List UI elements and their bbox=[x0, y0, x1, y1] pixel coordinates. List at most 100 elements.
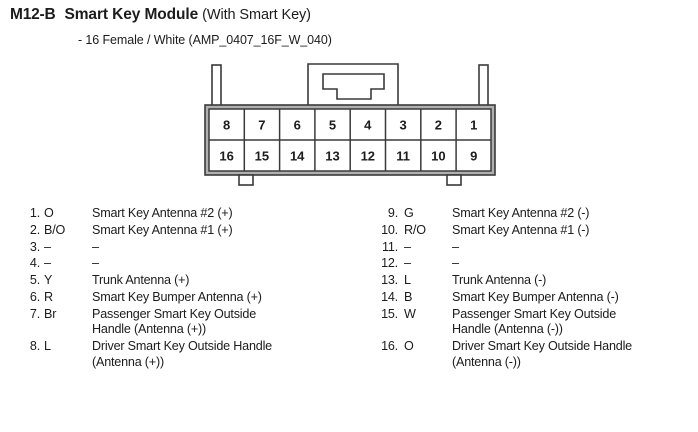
pin-number: 15. bbox=[381, 306, 398, 321]
pin-description-line2: Handle (Antenna (-)) bbox=[452, 322, 563, 337]
pin-wire-color: B/O bbox=[44, 222, 66, 237]
pin-wire-color: O bbox=[44, 206, 54, 220]
pin-wire-color: W bbox=[404, 306, 416, 321]
connector-bottom-tab-right bbox=[446, 174, 462, 186]
pin-description-line1: Passenger Smart Key Outside bbox=[92, 306, 256, 321]
connector-pin-number: 14 bbox=[290, 149, 305, 164]
connector-pin-number: 15 bbox=[255, 149, 269, 164]
connector-pin-number: 2 bbox=[435, 118, 442, 133]
connector-pin-number: 4 bbox=[364, 118, 372, 133]
pin-number: 11. bbox=[382, 239, 398, 254]
pin-wire-color: – bbox=[404, 256, 411, 271]
pin-description: – bbox=[92, 239, 99, 254]
pin-row: 14. B Smart Key Bumper Antenna (-) bbox=[370, 290, 690, 306]
pin-row: 12. – – bbox=[370, 256, 690, 272]
pin-list-left-column: 1. O Smart Key Antenna #2 (+) 2. B/O Sma… bbox=[14, 206, 354, 372]
pin-row: 8. L Driver Smart Key Outside Handle(Ant… bbox=[14, 339, 354, 371]
pin-number: 12. bbox=[381, 256, 398, 271]
pin-wire-color: O bbox=[404, 339, 414, 354]
connector-tab-left bbox=[211, 64, 222, 107]
pin-number: 10. bbox=[381, 222, 398, 237]
pin-list-right-column: 9. G Smart Key Antenna #2 (-) 10. R/O Sm… bbox=[370, 206, 690, 372]
connector-pin-number: 13 bbox=[325, 149, 339, 164]
pin-wire-color: R/O bbox=[404, 222, 426, 237]
pin-description-line1: Passenger Smart Key Outside bbox=[452, 306, 616, 321]
connector-subtitle: - 16 Female / White (AMP_0407_16F_W_040) bbox=[78, 33, 332, 47]
connector-pin-number: 5 bbox=[329, 118, 336, 133]
pin-wire-color: R bbox=[44, 289, 53, 304]
pin-row: 6. R Smart Key Bumper Antenna (+) bbox=[14, 290, 354, 306]
pin-description: Smart Key Antenna #2 (+) bbox=[92, 206, 233, 220]
pin-number: 6. bbox=[29, 289, 40, 304]
pin-row: 5. Y Trunk Antenna (+) bbox=[14, 273, 354, 289]
pin-row: 11. – – bbox=[370, 240, 690, 256]
pin-wire-color: L bbox=[44, 339, 51, 354]
connector-pin-number: 12 bbox=[361, 149, 375, 164]
pin-number: 16. bbox=[381, 339, 398, 354]
pin-number: 5. bbox=[29, 273, 40, 288]
pin-number: 3. bbox=[29, 239, 40, 254]
pin-wire-color: B bbox=[404, 289, 413, 304]
connector-latch-notch bbox=[322, 73, 385, 100]
pin-row: 3. – – bbox=[14, 240, 354, 256]
connector-pin-number: 10 bbox=[431, 149, 445, 164]
pin-wire-color: L bbox=[404, 273, 411, 288]
pin-wire-color: – bbox=[404, 239, 411, 254]
pin-description: Driver Smart Key Outside Handle(Antenna … bbox=[92, 339, 350, 371]
connector-pin-number: 3 bbox=[399, 118, 406, 133]
pin-description: Smart Key Antenna #1 (-) bbox=[452, 222, 590, 237]
pin-description: Trunk Antenna (+) bbox=[92, 273, 190, 288]
pin-row: 2. B/O Smart Key Antenna #1 (+) bbox=[14, 223, 354, 239]
title-row: M12-B Smart Key Module(With Smart Key) bbox=[10, 6, 311, 24]
pin-description: Smart Key Bumper Antenna (-) bbox=[452, 289, 619, 304]
pin-description: Smart Key Antenna #2 (-) bbox=[452, 206, 590, 220]
pin-row: 9. G Smart Key Antenna #2 (-) bbox=[370, 206, 690, 222]
pin-number: 14. bbox=[381, 289, 398, 304]
pin-row: 10. R/O Smart Key Antenna #1 (-) bbox=[370, 223, 690, 239]
connector-latch-outer bbox=[307, 63, 399, 106]
connector-code: M12-B bbox=[10, 6, 56, 23]
pin-number: 2. bbox=[29, 222, 40, 237]
page-title: Smart Key Module bbox=[64, 6, 199, 23]
pin-wire-color: Y bbox=[44, 273, 53, 288]
pin-number: 1. bbox=[29, 206, 40, 220]
connector-pin-number: 1 bbox=[470, 118, 477, 133]
connector-pin-number: 7 bbox=[258, 118, 265, 133]
pin-description: Trunk Antenna (-) bbox=[452, 273, 547, 288]
connector-pin-number: 8 bbox=[223, 118, 230, 133]
pin-description-line1: Driver Smart Key Outside Handle bbox=[92, 339, 272, 354]
connector-pin-number: 11 bbox=[396, 149, 410, 164]
connector-bottom-tab-left bbox=[238, 174, 254, 186]
pin-description: – bbox=[452, 239, 459, 254]
pin-number: 13. bbox=[381, 273, 398, 288]
title-variant: (With Smart Key) bbox=[202, 7, 311, 23]
pin-number: 9. bbox=[387, 206, 398, 220]
pin-description-line1: Driver Smart Key Outside Handle bbox=[452, 339, 632, 354]
pin-row: 4. – – bbox=[14, 256, 354, 272]
connector-pin-number: 16 bbox=[219, 149, 233, 164]
pin-description: – bbox=[92, 256, 99, 271]
pin-description-line2: (Antenna (-)) bbox=[452, 355, 521, 370]
connector-pin-number: 6 bbox=[294, 118, 301, 133]
connector-tab-right bbox=[478, 64, 489, 107]
pin-description: Smart Key Bumper Antenna (+) bbox=[92, 289, 262, 304]
pin-number: 4. bbox=[29, 256, 40, 271]
pin-wire-color: – bbox=[44, 256, 51, 271]
pin-wire-color: – bbox=[44, 239, 51, 254]
pin-description-line2: (Antenna (+)) bbox=[92, 355, 164, 370]
connector-diagram: 8 7 6 5 4 3 2 1 16 15 14 13 12 11 10 9 bbox=[195, 58, 505, 186]
pin-number: 8. bbox=[29, 339, 40, 354]
connector-pin-number: 9 bbox=[470, 149, 477, 164]
pin-description: Smart Key Antenna #1 (+) bbox=[92, 222, 233, 237]
connector-svg: 8 7 6 5 4 3 2 1 16 15 14 13 12 11 10 9 bbox=[204, 63, 496, 186]
pin-wire-color: G bbox=[404, 206, 414, 220]
pin-row: 13. L Trunk Antenna (-) bbox=[370, 273, 690, 289]
pin-wire-color: Br bbox=[44, 306, 57, 321]
pin-description: Driver Smart Key Outside Handle(Antenna … bbox=[452, 339, 698, 371]
pin-row: 1. O Smart Key Antenna #2 (+) bbox=[14, 206, 354, 222]
pin-description-line2: Handle (Antenna (+)) bbox=[92, 322, 206, 337]
